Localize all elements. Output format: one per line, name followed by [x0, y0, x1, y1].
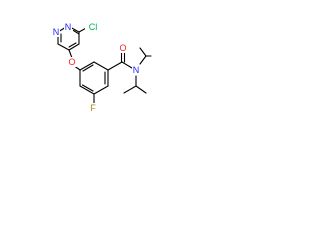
amide-nitrogen-label: N	[133, 65, 140, 75]
label-n-amide: N	[132, 65, 140, 75]
pyrimidine-ring	[57, 26, 89, 51]
carbonyl-oxygen-label: O	[119, 43, 126, 53]
ether-oxygen-label: O	[68, 57, 75, 67]
isopropyl-groups	[123, 47, 152, 94]
amide-group	[107, 50, 133, 71]
chemical-structure: Cl N N O O N F	[52, 22, 152, 113]
pyrimidine-nitrogen-label: N	[53, 27, 60, 37]
fluorine-label: F	[90, 103, 96, 113]
label-n-pyr-1: N	[64, 22, 72, 32]
chlorine-label: Cl	[89, 22, 98, 32]
benzene-ring	[79, 61, 109, 105]
label-o-ether: O	[68, 57, 77, 67]
label-n-pyr-2: N	[52, 27, 60, 37]
label-o-carbonyl: O	[118, 43, 127, 53]
label-cl: Cl	[85, 22, 99, 32]
pyrimidine-nitrogen-label: N	[65, 22, 72, 32]
label-f: F	[89, 103, 97, 113]
